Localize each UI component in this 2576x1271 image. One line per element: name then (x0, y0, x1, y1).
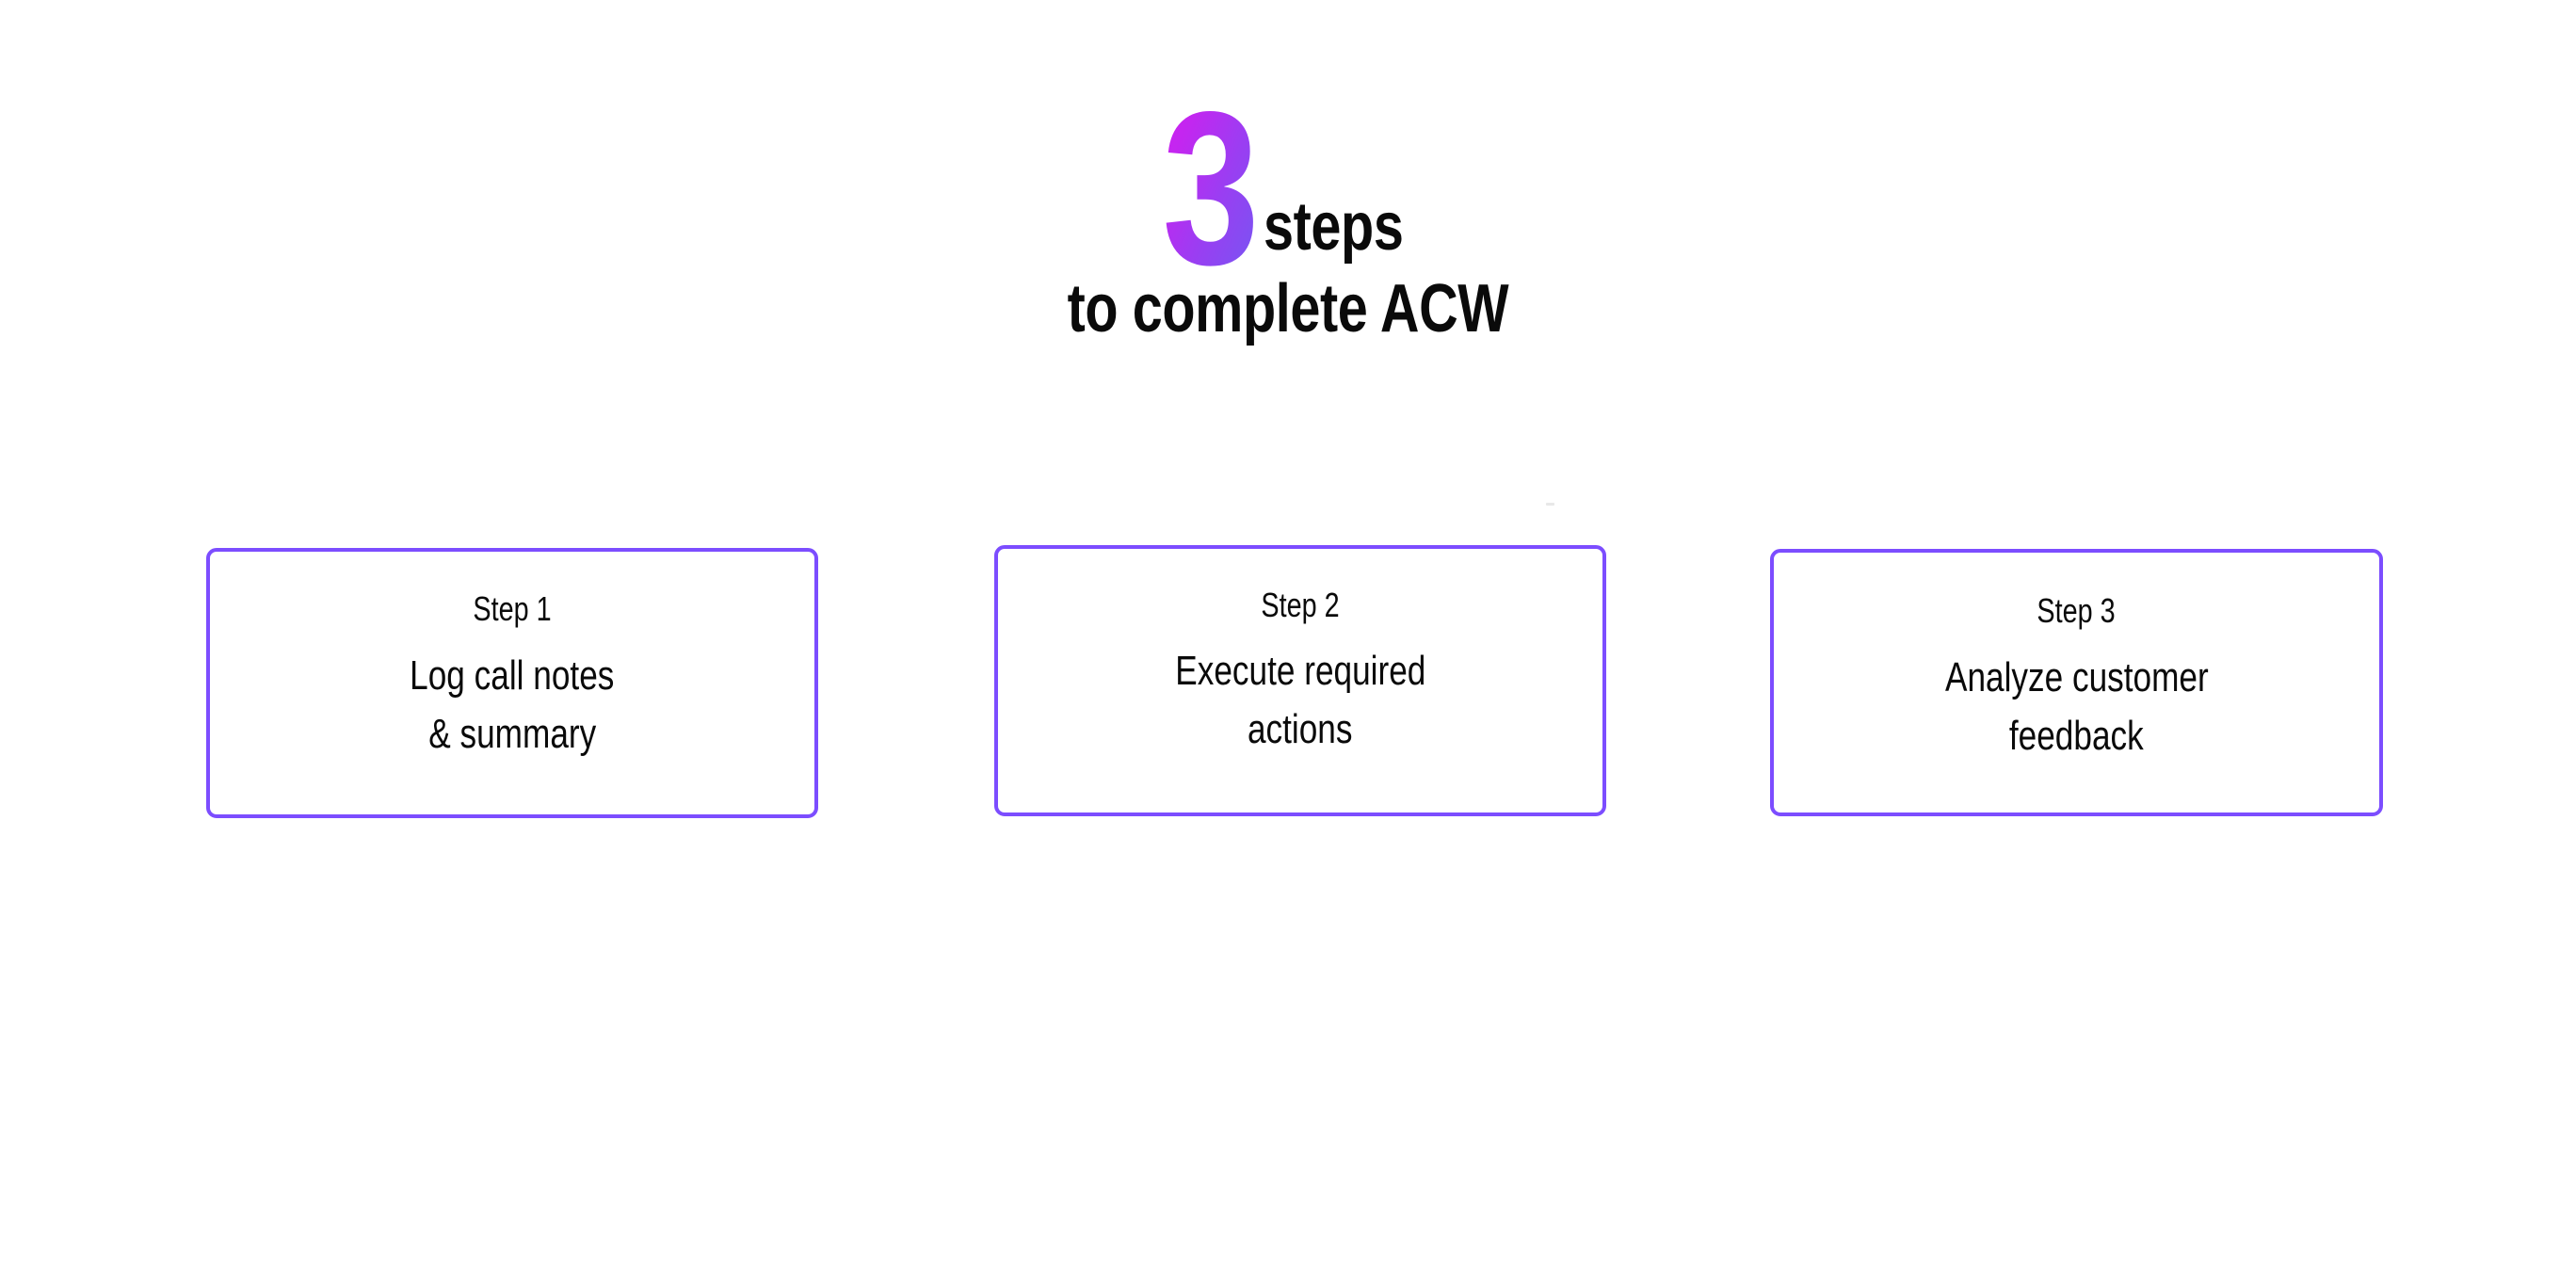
background-speck (1546, 503, 1554, 506)
step-card-2-label-text: Step 2 (1261, 586, 1340, 624)
step-card-1-line1: Log call notes (210, 655, 814, 697)
heading-subtitle-text: to complete ACW (1067, 271, 1509, 346)
step-card-2-line2: actions (998, 709, 1602, 750)
step-card-1-label: Step 1 (210, 592, 814, 626)
step-card-1-line1-text: Log call notes (410, 652, 615, 699)
step-card-1-line2-text: & summary (427, 711, 596, 757)
step-card-2-line2-text: actions (1248, 706, 1353, 752)
step-card-2-line1-text: Execute required (1174, 648, 1426, 694)
step-card-3-line1-text: Analyze customer (1944, 654, 2209, 700)
step-card-2: Step 2 Execute required actions (994, 545, 1606, 816)
step-card-1: Step 1 Log call notes & summary (206, 548, 818, 818)
step-card-3: Step 3 Analyze customer feedback (1770, 549, 2383, 816)
step-card-3-body: Analyze customer feedback (1774, 657, 2379, 774)
step-card-3-label-text: Step 3 (2037, 591, 2117, 630)
heading-line-primary: 3 steps (0, 60, 2576, 312)
heading-line-subtitle: to complete ACW (0, 275, 2576, 343)
step-count-unit: steps (1263, 189, 1404, 265)
step-card-2-label: Step 2 (998, 588, 1602, 622)
step-card-3-line1: Analyze customer (1774, 657, 2379, 699)
step-card-3-label: Step 3 (1774, 594, 2379, 628)
step-card-2-body: Execute required actions (998, 651, 1602, 767)
step-card-1-line2: & summary (210, 714, 814, 755)
step-card-3-line2-text: feedback (2009, 713, 2144, 759)
step-card-3-line2: feedback (1774, 716, 2379, 757)
step-count-number: 3 (1162, 67, 1259, 312)
step-card-1-label-text: Step 1 (473, 589, 552, 628)
step-card-2-line1: Execute required (998, 651, 1602, 692)
step-card-1-body: Log call notes & summary (210, 655, 814, 772)
